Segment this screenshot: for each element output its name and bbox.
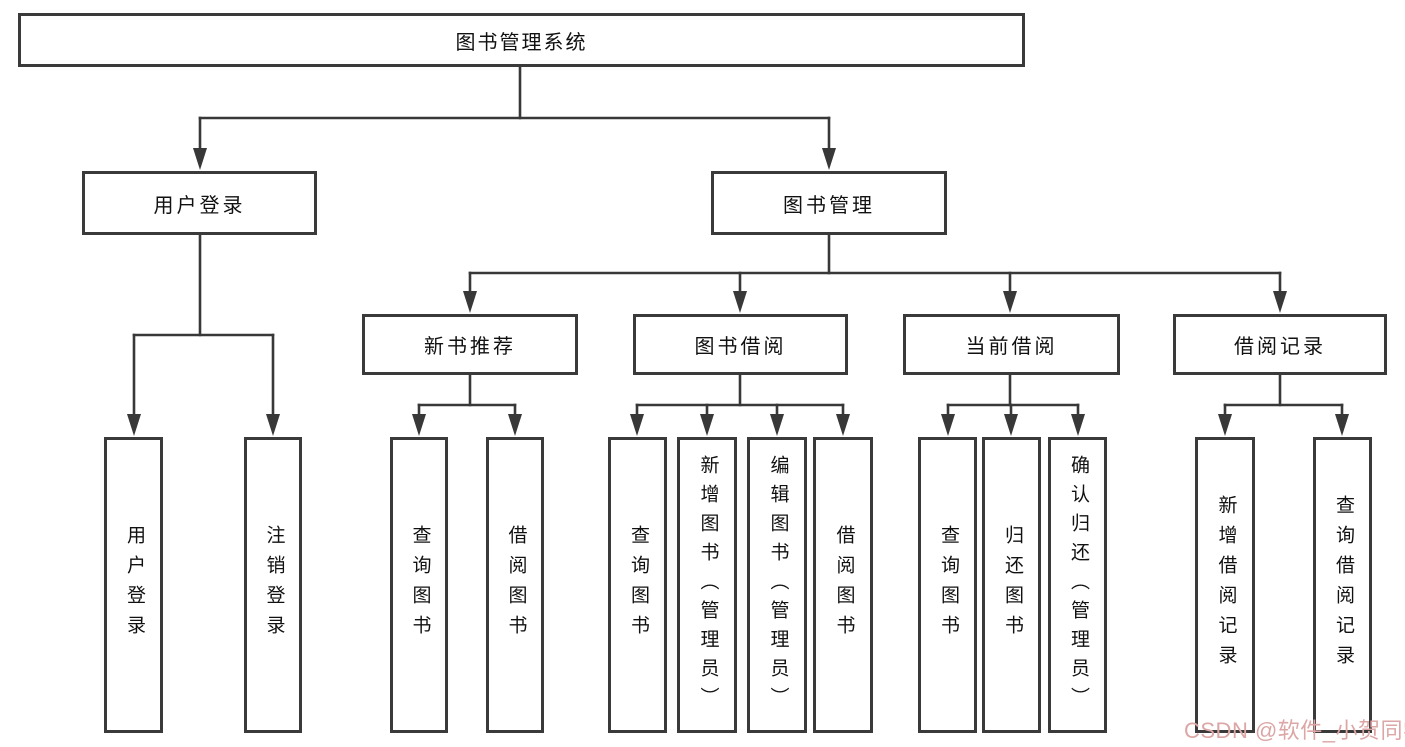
leaf-query-books-current: 查询图书 xyxy=(918,437,977,733)
leaf-label: 新增图书（管理员） xyxy=(697,454,719,716)
leaf-add-borrow-record: 新增借阅记录 xyxy=(1195,437,1255,733)
leaf-borrow-books: 借阅图书 xyxy=(813,437,873,733)
csdn-watermark: CSDN @软件_小贺同学 xyxy=(1184,718,1405,743)
node-borrow-records: 借阅记录 xyxy=(1173,314,1387,375)
node-label: 图书借阅 xyxy=(694,336,787,358)
node-label: 图书管理 xyxy=(783,194,875,217)
leaf-label: 确认归还（管理员） xyxy=(1067,454,1089,716)
leaf-query-books-recommend: 查询图书 xyxy=(390,437,448,733)
leaf-return-book: 归还图书 xyxy=(982,437,1041,733)
node-current-borrow: 当前借阅 xyxy=(903,314,1120,375)
leaf-label: 借阅图书 xyxy=(505,525,527,645)
leaf-edit-book-admin: 编辑图书（管理员） xyxy=(747,437,807,733)
node-label: 借阅记录 xyxy=(1234,336,1326,358)
leaf-label: 编辑图书（管理员） xyxy=(767,454,789,716)
leaf-label: 查询图书 xyxy=(937,525,959,645)
node-user-login: 用户登录 xyxy=(82,171,317,235)
leaf-logout: 注销登录 xyxy=(244,437,302,733)
leaf-query-borrow-record: 查询借阅记录 xyxy=(1313,437,1372,733)
leaf-label: 查询图书 xyxy=(409,525,431,645)
node-label: 图书管理系统 xyxy=(455,31,588,54)
leaf-query-books-borrow: 查询图书 xyxy=(608,437,667,733)
node-label: 新书推荐 xyxy=(424,336,516,358)
leaf-label: 新增借阅记录 xyxy=(1215,495,1237,675)
node-label: 当前借阅 xyxy=(965,336,1058,358)
leaf-label: 归还图书 xyxy=(1001,525,1023,645)
leaf-user-login: 用户登录 xyxy=(104,437,163,733)
node-label: 用户登录 xyxy=(153,194,246,217)
node-book-management: 图书管理 xyxy=(711,171,947,235)
node-new-book-recommend: 新书推荐 xyxy=(362,314,578,375)
leaf-label: 用户登录 xyxy=(123,525,145,645)
node-book-borrow: 图书借阅 xyxy=(633,314,848,375)
node-library-management-system: 图书管理系统 xyxy=(18,13,1025,67)
leaf-label: 查询借阅记录 xyxy=(1332,495,1354,675)
leaf-label: 查询图书 xyxy=(627,525,649,645)
leaf-borrow-books-recommend: 借阅图书 xyxy=(486,437,544,733)
leaf-label: 借阅图书 xyxy=(833,525,855,645)
leaf-confirm-return-admin: 确认归还（管理员） xyxy=(1048,437,1107,733)
leaf-add-book-admin: 新增图书（管理员） xyxy=(677,437,737,733)
leaf-label: 注销登录 xyxy=(263,525,285,645)
